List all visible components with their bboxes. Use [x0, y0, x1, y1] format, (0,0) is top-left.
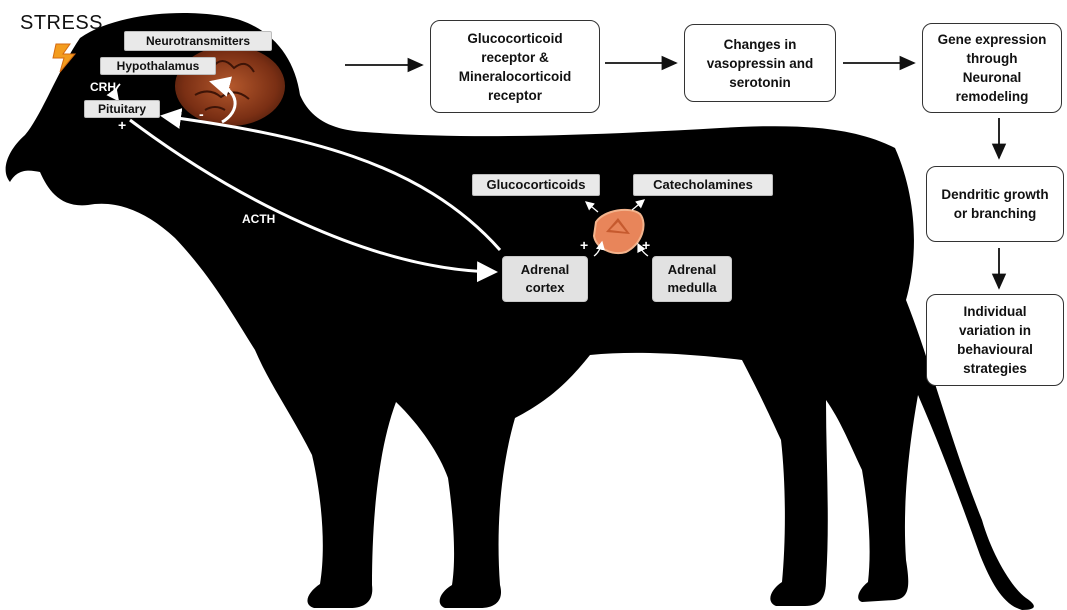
dendritic-growth-box: Dendritic growth or branching [926, 166, 1064, 242]
glucocorticoids-label: Glucocorticoids [472, 174, 600, 196]
neurotransmitters-label: Neurotransmitters [124, 31, 272, 51]
adrenal-cortex-box: Adrenal cortex [502, 256, 588, 302]
hypothalamus-label: Hypothalamus [100, 57, 216, 75]
adrenal-medulla-box: Adrenal medulla [652, 256, 732, 302]
pituitary-plus-sign: + [118, 117, 126, 133]
crh-label: CRH [90, 80, 116, 94]
feedback-minus-sign-2: - [199, 106, 204, 122]
gene-expression-box: Gene expression through Neuronal remodel… [922, 23, 1062, 113]
adrenal-cortex-plus-sign: + [580, 237, 588, 253]
adrenal-medulla-plus-sign: + [642, 237, 650, 253]
behavioural-variation-box: Individual variation in behavioural stra… [926, 294, 1064, 386]
catecholamines-label: Catecholamines [633, 174, 773, 196]
receptor-box: Glucocorticoid receptor & Mineralocortic… [430, 20, 600, 113]
pituitary-label: Pituitary [84, 100, 160, 118]
vasopressin-serotonin-box: Changes in vasopressin and serotonin [684, 24, 836, 102]
stress-label: STRESS [20, 12, 103, 35]
acth-label: ACTH [242, 212, 275, 226]
feedback-minus-sign-1: - [226, 80, 231, 96]
